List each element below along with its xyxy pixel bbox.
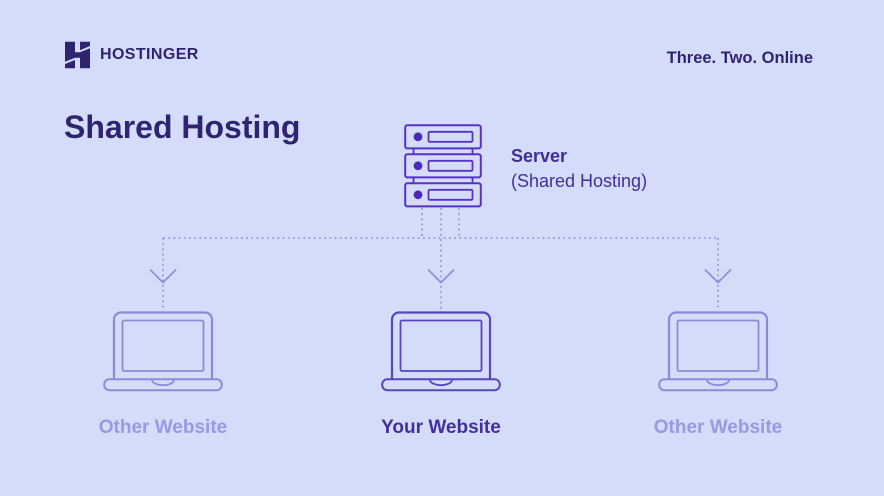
tagline: Three. Two. Online xyxy=(666,49,813,67)
page-title: Shared Hosting xyxy=(64,109,301,145)
website-label-other-left: Other Website xyxy=(98,417,228,438)
laptop-icon-other-right xyxy=(658,311,778,392)
server-label-title: Server xyxy=(511,146,568,166)
connector-lines xyxy=(149,208,732,309)
brand-name: HOSTINGER xyxy=(100,46,199,63)
arrow-down-right xyxy=(704,268,732,284)
server-label: Server (Shared Hosting) xyxy=(511,146,647,192)
arrow-down-mid xyxy=(427,268,455,284)
server-icon xyxy=(404,124,482,208)
hostinger-logo: HOSTINGER xyxy=(64,41,199,69)
website-label-yours: Your Website xyxy=(381,417,501,438)
website-label-other-right: Other Website xyxy=(653,417,783,438)
hostinger-h-icon xyxy=(65,41,90,69)
arrow-down-left xyxy=(149,268,177,284)
server-label-sub: (Shared Hosting) xyxy=(511,171,648,191)
laptop-icon-yours xyxy=(381,311,501,392)
laptop-icon-other-left xyxy=(103,311,223,392)
